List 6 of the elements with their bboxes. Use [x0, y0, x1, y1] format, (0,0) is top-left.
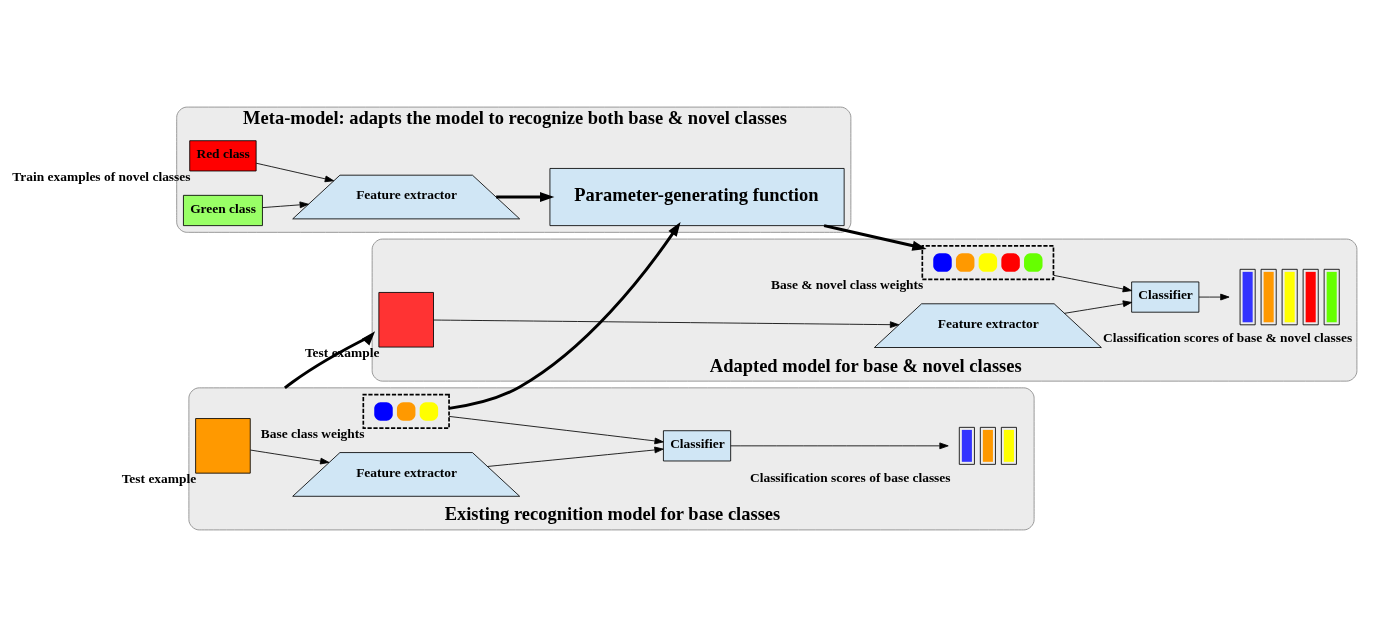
node-label: Classification scores of base classes — [749, 469, 951, 485]
node-label: Train examples of novel classes — [12, 168, 191, 184]
node-label: Classification scores of base & novel classes — [1103, 330, 1353, 346]
node-label: Base & novel class weights — [771, 277, 924, 293]
node-label: Base class weights — [260, 426, 365, 442]
node-label: Test example — [121, 471, 197, 487]
